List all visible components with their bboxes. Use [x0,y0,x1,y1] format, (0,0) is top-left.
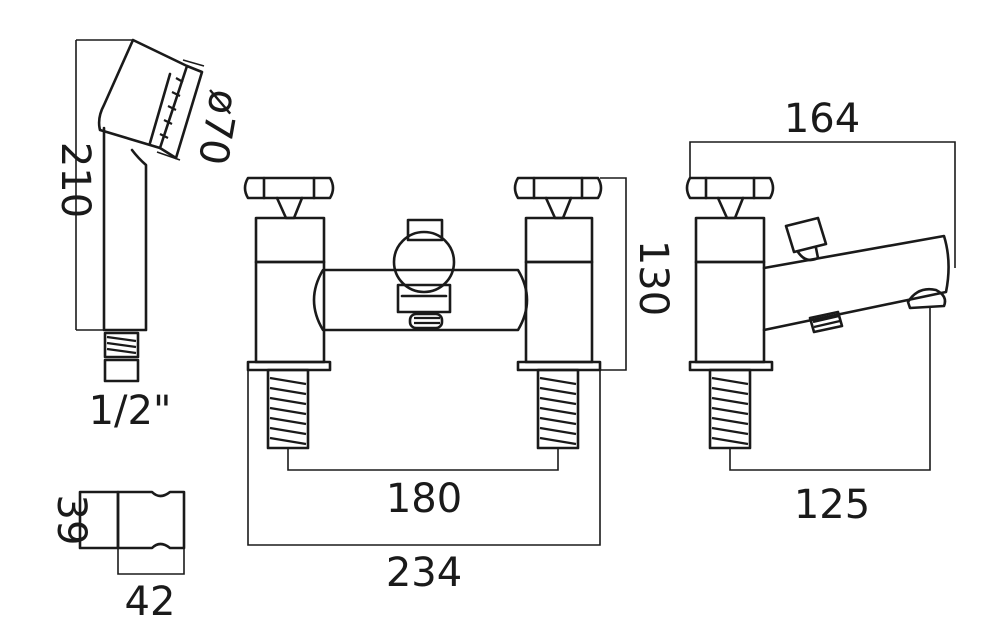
label-side-depth: 164 [784,96,860,142]
dim-tail-projection: 125 [729,306,931,528]
dim-overall-width: 234 [247,370,601,596]
bracket-drawing [78,490,186,550]
mixer-side-view [685,176,950,450]
dim-inlet-centres: 180 [287,448,559,522]
label-tail-projection: 125 [794,482,870,528]
handset-drawing [97,38,204,383]
label-hose-thread: 1/2" [89,388,172,434]
dim-side-depth: 164 [689,96,956,268]
label-overall-width: 234 [386,550,462,596]
mixer-front-view [243,176,603,450]
label-inlet-centres: 180 [386,476,462,522]
label-bracket-width: 42 [125,579,176,625]
label-handset-diameter: ø70 [189,86,247,168]
dim-handset-length: 210 [52,39,133,331]
label-handset-length: 210 [52,142,98,218]
label-overall-height: 130 [630,240,676,316]
dim-bracket: 39 42 [48,495,185,625]
dim-overall-height: 130 [600,177,676,371]
label-bracket-height: 39 [48,495,94,546]
